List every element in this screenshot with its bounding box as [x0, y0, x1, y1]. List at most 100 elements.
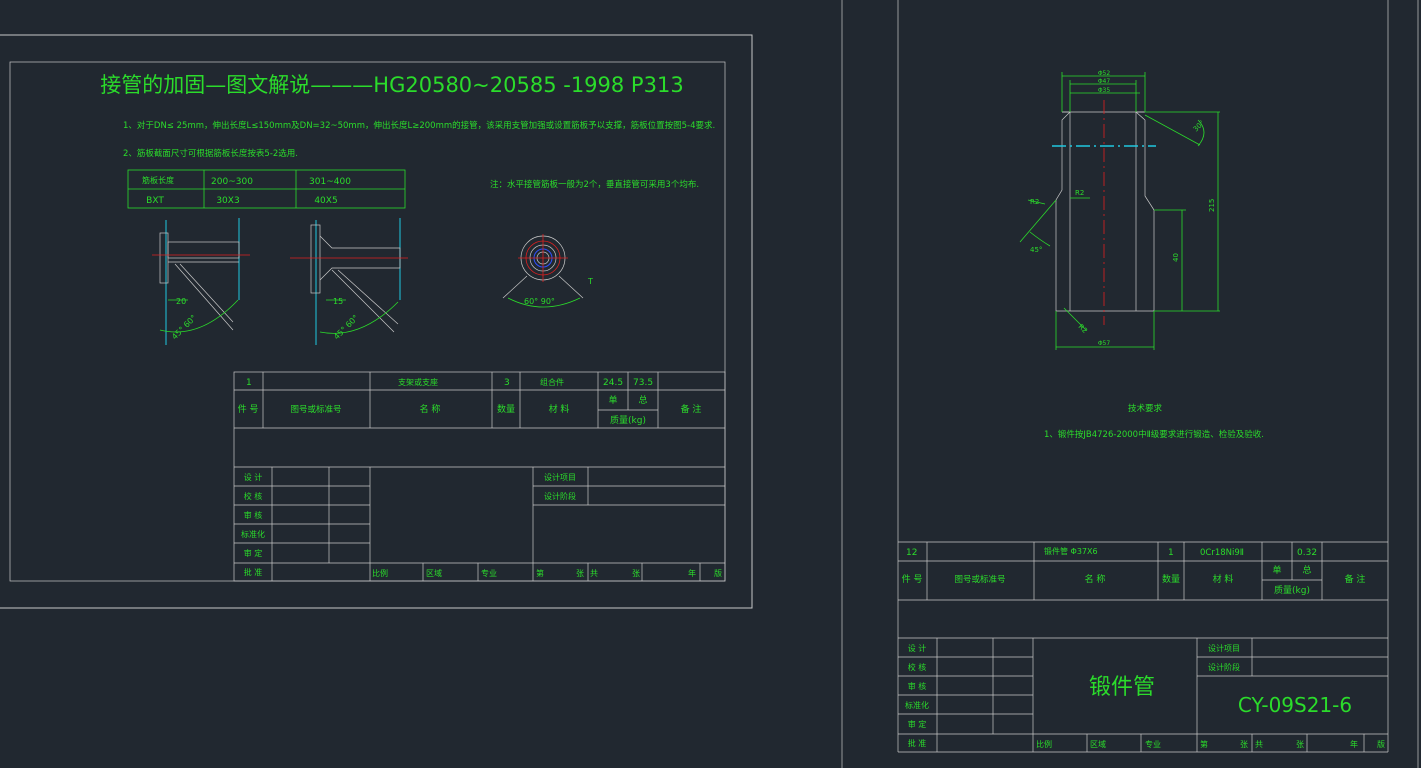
- right-bom-name: 锻件管 Φ37X6: [1044, 546, 1098, 556]
- dim-phi47: Φ47: [1098, 78, 1111, 85]
- right-hdr-total: 总: [1302, 564, 1311, 576]
- dim-20: 20: [176, 297, 186, 306]
- right-hdr-drawing: 图号或标准号: [954, 574, 1005, 585]
- right-sign-check: 校 核: [908, 662, 927, 672]
- dim-45deg: 45°: [1030, 246, 1042, 254]
- left-hdr-unit: 单: [608, 394, 617, 406]
- rib-size-table: 筋板长度 200~300 301~400 BXT 30X3 40X5: [127, 169, 406, 209]
- left-sign-standard: 标准化: [241, 529, 265, 539]
- left-bom-name: 支架或支座: [398, 377, 438, 387]
- rib-row-value1: 30X3: [216, 196, 239, 206]
- dim-215: 215: [1208, 199, 1216, 212]
- dim-15: 15: [333, 297, 343, 306]
- right-hdr-qty: 数量: [1162, 573, 1180, 585]
- left-hdr-drawing: 图号或标准号: [290, 404, 341, 415]
- right-hdr-remark: 备 注: [1345, 573, 1366, 585]
- right-project-item: 设计项目: [1208, 643, 1240, 653]
- angle-detail-2: 45° 60°: [332, 313, 360, 341]
- right-title-block: 12 锻件管 Φ37X6 1 0Cr18Ni9Ⅱ 0.32 件 号 图号或标准号…: [898, 541, 1388, 752]
- tech-requirements-title: 技术要求: [1128, 403, 1163, 414]
- right-footer-total: 共: [1255, 740, 1263, 749]
- left-side-note: 注：水平接管筋板一般为2个，垂直接管可采用3个均布.: [490, 179, 699, 190]
- dim-phi35: Φ35: [1098, 87, 1111, 94]
- dim-r2-a: R2: [1030, 198, 1039, 206]
- right-bom-part: 12: [906, 548, 917, 558]
- nozzle-detail-2: 15 45° 60°: [290, 218, 408, 345]
- right-footer-total-unit: 张: [1296, 740, 1304, 749]
- left-project-item: 设计项目: [544, 472, 576, 482]
- right-footer-sheet: 第: [1200, 739, 1208, 749]
- left-bom-total: 73.5: [633, 378, 653, 388]
- right-footer-zone: 区域: [1090, 739, 1106, 749]
- angle-detail-1: 45° 60°: [170, 313, 198, 341]
- left-title-block: 1 支架或支座 3 组合件 24.5 73.5 件 号 图号或标准号 名 称 数…: [233, 371, 726, 582]
- right-bom-material: 0Cr18Ni9Ⅱ: [1200, 548, 1244, 558]
- left-hdr-part: 件 号: [238, 403, 259, 415]
- left-footer-discipline: 专业: [481, 568, 497, 578]
- left-inner-border: [9, 61, 726, 582]
- left-title: 接管的加固—图文解说———HG20580~20585 -1998 P313: [100, 73, 683, 97]
- right-hdr-name: 名 称: [1085, 573, 1106, 585]
- right-sign-approve: 审 定: [908, 719, 927, 729]
- left-sign-review: 审 核: [244, 510, 263, 520]
- left-sign-approve: 审 定: [244, 548, 263, 558]
- dim-r2-b: R2: [1075, 189, 1084, 197]
- dim-40: 40: [1172, 253, 1180, 262]
- dim-r2-c: R2: [1077, 323, 1089, 335]
- left-sign-ratify: 批 准: [244, 567, 263, 577]
- left-footer-year: 年: [688, 568, 696, 578]
- left-hdr-name: 名 称: [420, 403, 441, 415]
- right-sign-review: 审 核: [908, 681, 927, 691]
- right-project-stage: 设计阶段: [1208, 662, 1240, 672]
- dim-t: T: [587, 277, 593, 286]
- left-hdr-mass: 质量(kg): [610, 414, 646, 426]
- rib-row-value2: 40X5: [314, 196, 337, 206]
- rib-header-range1: 200~300: [211, 177, 253, 187]
- left-footer-sheet-unit: 张: [576, 569, 584, 578]
- angle-detail-3: 60° 90°: [524, 297, 555, 306]
- left-hdr-material: 材 料: [549, 403, 570, 415]
- left-hdr-qty: 数量: [497, 403, 515, 415]
- left-footer-total-unit: 张: [632, 569, 640, 578]
- right-sign-design: 设 计: [908, 643, 927, 653]
- left-note-1: 1、对于DN≤ 25mm，伸出长度L≤150mm及DN=32~50mm，伸出长度…: [123, 120, 715, 131]
- left-hdr-total: 总: [638, 394, 647, 406]
- right-bom-qty: 1: [1168, 548, 1174, 558]
- right-hdr-mass: 质量(kg): [1274, 584, 1310, 596]
- left-bom-unit: 24.5: [603, 378, 623, 388]
- rib-row-label: BXT: [146, 196, 164, 206]
- left-footer-total: 共: [590, 569, 598, 578]
- left-sheet: 接管的加固—图文解说———HG20580~20585 -1998 P313 1、…: [0, 34, 753, 609]
- right-sheet: Φ52 Φ47 Φ35 Φ57 215 40 30° R2 R2 45°: [841, 0, 1419, 768]
- dim-phi57: Φ57: [1098, 340, 1111, 347]
- left-bom-part: 1: [246, 378, 252, 388]
- tech-requirements-note: 1、锻件按JB4726-2000中Ⅱ级要求进行锻造、检验及验收.: [1044, 429, 1264, 440]
- part-name: 锻件管: [1089, 675, 1155, 700]
- left-bom-qty: 3: [504, 378, 510, 388]
- left-hdr-remark: 备 注: [681, 403, 702, 415]
- left-outer-border: [0, 34, 753, 609]
- right-footer-sheet-unit: 张: [1240, 740, 1248, 749]
- rib-header-length: 筋板长度: [142, 175, 174, 185]
- left-note-2: 2、筋板截面尺寸可根据筋板长度按表5-2选用.: [123, 148, 298, 159]
- drawing-code: CY-09S21-6: [1238, 693, 1352, 717]
- right-hdr-material: 材 料: [1213, 573, 1234, 585]
- right-footer-discipline: 专业: [1145, 739, 1161, 749]
- right-footer-version: 版: [1377, 739, 1385, 749]
- left-footer-zone: 区域: [426, 568, 442, 578]
- left-bom-material: 组合件: [540, 377, 564, 387]
- left-sign-check: 校 核: [244, 491, 263, 501]
- right-footer-year: 年: [1350, 739, 1358, 749]
- left-footer-scale: 比例: [372, 568, 388, 578]
- right-sign-standard: 标准化: [905, 700, 929, 710]
- left-sign-design: 设 计: [244, 472, 263, 482]
- left-footer-sheet: 第: [536, 568, 544, 578]
- nozzle-detail-3: 60° 90° T: [502, 234, 593, 308]
- right-bom-total: 0.32: [1297, 548, 1317, 558]
- rib-header-range2: 301~400: [309, 177, 351, 187]
- right-sign-ratify: 批 准: [908, 738, 927, 748]
- right-hdr-part: 件 号: [902, 573, 923, 585]
- right-hdr-unit: 单: [1272, 564, 1281, 576]
- dim-phi52: Φ52: [1098, 70, 1111, 77]
